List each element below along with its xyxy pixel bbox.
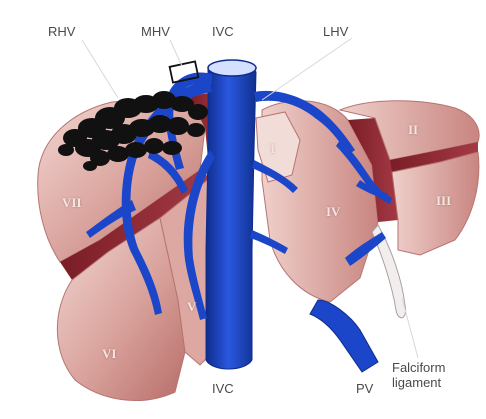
label-mhv: MHV <box>141 25 170 38</box>
label-falciform-line2: ligament <box>392 375 445 390</box>
portal-vein <box>310 300 378 372</box>
segment-label-i: I <box>270 142 275 155</box>
label-rhv: RHV <box>48 25 75 38</box>
label-pv: PV <box>356 382 373 395</box>
segment-label-vi: VI <box>102 347 116 360</box>
label-falciform-ligament: Falciform ligament <box>392 360 445 390</box>
segment-label-iii: III <box>436 194 451 207</box>
segment-label-v: V <box>187 300 196 313</box>
ivc-top-opening <box>208 60 256 76</box>
label-falciform-line1: Falciform <box>392 360 445 375</box>
segment-label-ii: II <box>408 123 418 136</box>
segment-label-iv: IV <box>326 205 340 218</box>
label-lhv: LHV <box>323 25 348 38</box>
ivc-trunk <box>206 64 256 369</box>
label-ivc-bottom: IVC <box>212 382 234 395</box>
label-ivc-top: IVC <box>212 25 234 38</box>
segment-label-vii: VII <box>62 196 82 209</box>
